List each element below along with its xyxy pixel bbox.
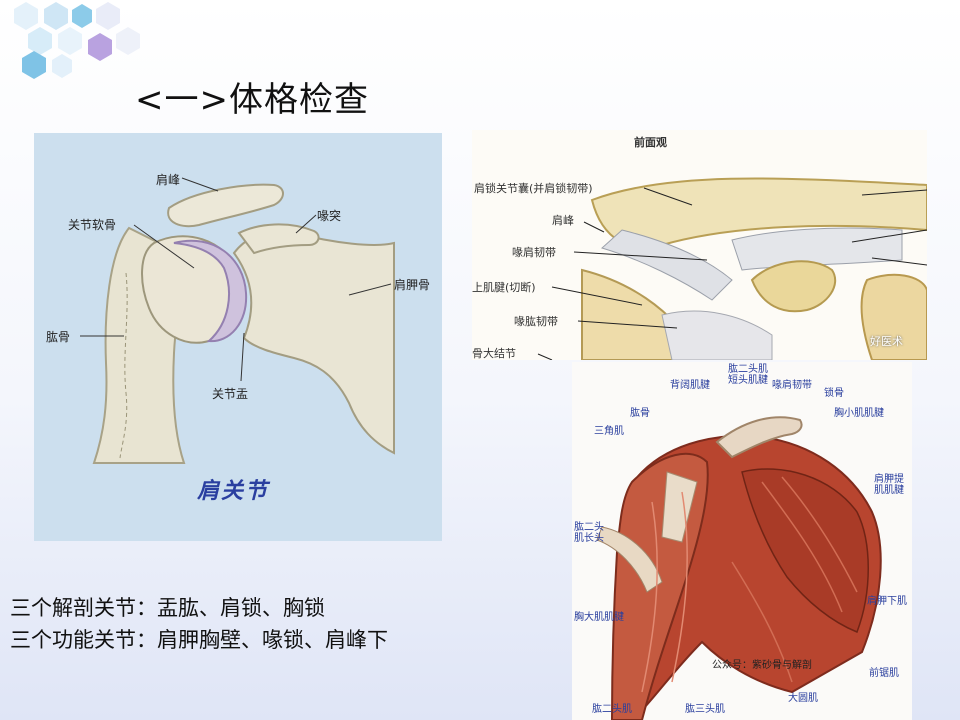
figure-caption: 肩关节	[197, 479, 270, 504]
label-serratus: 前锯肌	[869, 668, 899, 679]
label-lig-acromion: 肩峰	[552, 214, 574, 227]
label-coracohumeral: 喙肱韧带	[514, 315, 558, 328]
label-coracoacromial-m: 喙肩韧带	[772, 380, 812, 391]
label-deltoid: 三角肌	[594, 426, 624, 437]
label-cartilage: 关节软骨	[68, 218, 117, 232]
label-subscapularis: 肩胛下肌	[867, 596, 907, 607]
anatomic-joints-line: 三个解剖关节：盂肱、肩锁、胸锁	[10, 596, 325, 620]
shoulder-illustration	[80, 177, 395, 464]
slide-title: <一>体格检查	[135, 80, 369, 120]
ligament-anterior-figure: 前面观 肩锁关节囊(并肩锁韧带) 肩峰 喙肩韧带 上肌腱(切断) 喙肱韧带 骨大…	[472, 130, 927, 360]
label-biceps-long: 肱二头 肌长头	[574, 522, 604, 544]
label-biceps-short: 肱二头肌 短头肌腱	[728, 364, 768, 386]
label-coracoacromial: 喙肩韧带	[512, 246, 556, 259]
label-tendon-cut: 上肌腱(切断)	[472, 281, 536, 294]
label-coracoid: 喙突	[317, 209, 342, 223]
label-latissimus: 背阔肌腱	[670, 380, 710, 391]
label-humerus: 肱骨	[46, 330, 71, 344]
hexagon-decoration	[14, 2, 140, 79]
functional-joints-line: 三个功能关节：肩胛胸壁、喙锁、肩峰下	[10, 628, 388, 652]
label-capsule: 肩锁关节囊(并肩锁韧带)	[474, 182, 593, 195]
label-pec-major: 胸大肌肌腱	[574, 612, 624, 623]
view-title: 前面观	[634, 136, 667, 149]
label-triceps: 肱三头肌	[685, 704, 725, 715]
label-greater-tubercle: 骨大结节	[472, 347, 516, 360]
muscle-illustration	[596, 416, 882, 720]
watermark: 好医术	[870, 335, 903, 348]
ligament-illustration	[537, 177, 927, 360]
label-acromion: 肩峰	[156, 173, 181, 187]
label-biceps: 肱二头肌	[592, 704, 632, 715]
muscle-figure: 肱二头肌 短头肌腱 背阔肌腱 喙肩韧带 锁骨 肱骨 胸小肌肌腱 三角肌 肩胛提 …	[572, 362, 912, 720]
label-teres-major: 大圆肌	[788, 693, 818, 704]
shoulder-joint-figure: 肩峰 关节软骨 喙突 肩胛骨 肱骨 关节盂 肩关节	[34, 133, 442, 541]
label-m-humerus: 肱骨	[630, 408, 650, 419]
label-clavicle: 锁骨	[824, 388, 844, 399]
label-public: 公众号：紫砂骨与解剖	[712, 660, 812, 671]
label-pec-minor: 胸小肌肌腱	[834, 408, 884, 419]
label-glenoid: 关节盂	[212, 387, 249, 401]
label-scapula: 肩胛骨	[394, 278, 431, 292]
label-scap-lift: 肩胛提 肌肌腱	[874, 474, 904, 496]
